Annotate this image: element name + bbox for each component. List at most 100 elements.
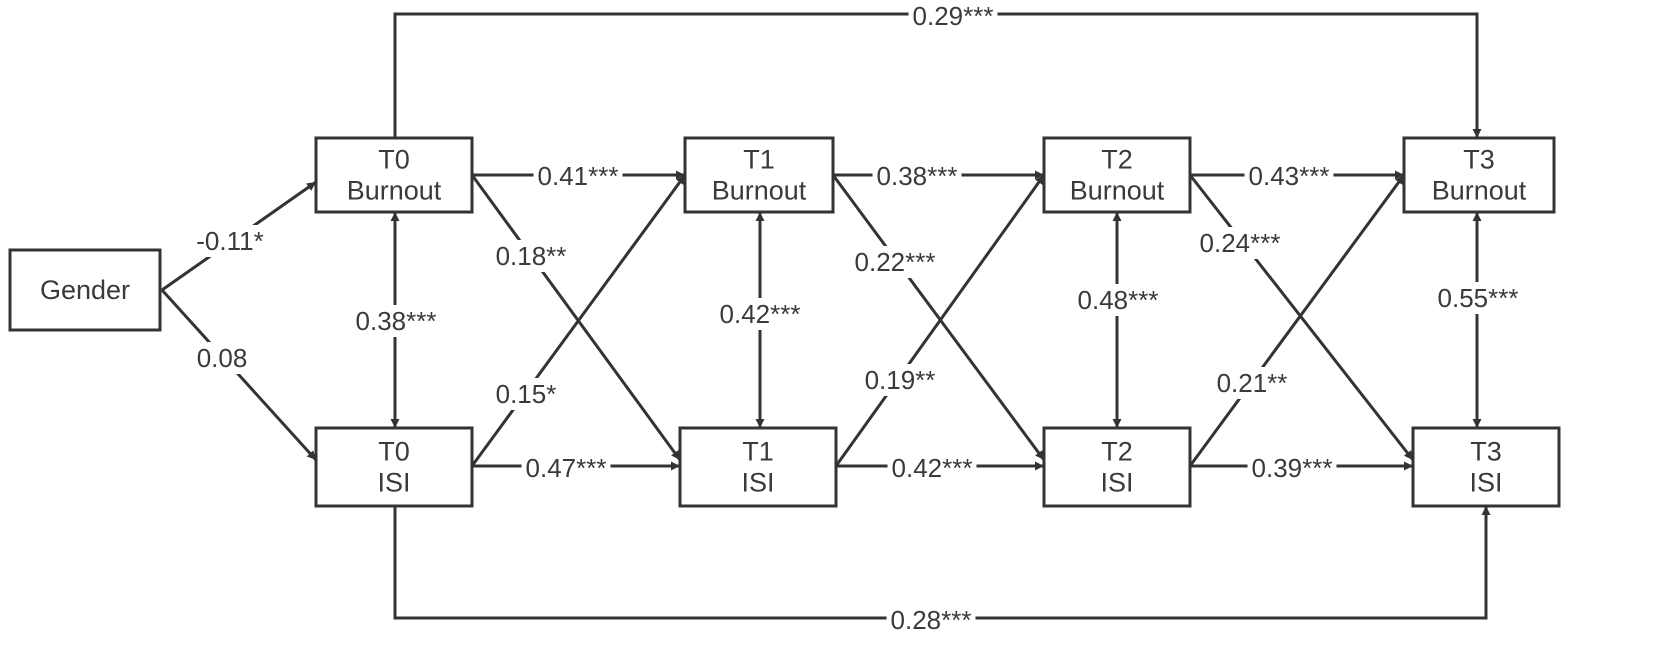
node-label-line: Burnout xyxy=(712,176,807,206)
path-coefficient-label: 0.15* xyxy=(491,378,561,410)
path-coefficient-text: -0.11* xyxy=(196,226,263,256)
path-coefficient-text: 0.47*** xyxy=(526,453,607,483)
path-coefficient-label: 0.38*** xyxy=(351,305,441,337)
path-coefficient-text: 0.08 xyxy=(197,343,248,373)
label-background xyxy=(872,160,962,192)
path-coefficient-text: 0.22*** xyxy=(855,247,936,277)
node-box xyxy=(314,136,474,214)
path-coefficient-text: 0.21** xyxy=(1217,368,1288,398)
node-label-line: T2 xyxy=(1101,437,1133,467)
label-background xyxy=(491,240,571,272)
label-background xyxy=(715,298,805,330)
path-coefficient-label: 0.47*** xyxy=(521,452,611,484)
node-label-line: Gender xyxy=(40,275,130,305)
label-background xyxy=(533,160,623,192)
path-coefficient-label: 0.55*** xyxy=(1433,282,1523,314)
path-coefficient-text: 0.48*** xyxy=(1078,285,1159,315)
node-box xyxy=(1411,426,1561,508)
node-gender: Gender xyxy=(8,248,162,332)
node-label-line: T1 xyxy=(743,145,775,175)
node-box xyxy=(8,248,162,332)
node-label-line: Burnout xyxy=(1432,176,1527,206)
node-label-line: ISI xyxy=(741,468,774,498)
path-coefficient-text: 0.38*** xyxy=(877,161,958,191)
path-coefficient-label: 0.18** xyxy=(491,240,571,272)
node-label-line: ISI xyxy=(1469,468,1502,498)
label-background xyxy=(192,342,252,374)
node-box xyxy=(314,426,474,508)
path-coefficient-label: 0.22*** xyxy=(850,246,940,278)
path-coefficient-text: 0.41*** xyxy=(538,161,619,191)
label-background xyxy=(860,364,940,396)
node-box xyxy=(1042,426,1192,508)
path-coefficient-label: 0.43*** xyxy=(1244,160,1334,192)
path-coefficient-label: 0.21** xyxy=(1212,367,1292,399)
path-coefficient-label: 0.38*** xyxy=(872,160,962,192)
path-coefficient-label: -0.11* xyxy=(192,225,268,257)
node-label-line: T1 xyxy=(742,437,774,467)
path-t0-burnout-to-t1-isi-arrow xyxy=(470,174,682,461)
node-label-line: T3 xyxy=(1470,437,1502,467)
path-coefficient-text: 0.19** xyxy=(865,365,936,395)
label-background xyxy=(1073,284,1163,316)
node-box xyxy=(1402,136,1556,214)
path-gender-to-t0-isi-arrow xyxy=(160,288,318,462)
path-coefficient-text: 0.18** xyxy=(496,241,567,271)
label-background xyxy=(192,225,268,257)
path-t1-burnout-to-t2-isi-arrow xyxy=(831,174,1046,461)
path-coefficient-label: 0.42*** xyxy=(887,452,977,484)
node-label-line: ISI xyxy=(377,468,410,498)
label-background xyxy=(1244,160,1334,192)
path-coefficient-label: 0.08 xyxy=(192,342,252,374)
path-coefficient-text: 0.15* xyxy=(496,379,557,409)
path-coefficient-label: 0.42*** xyxy=(715,298,805,330)
node-label-line: T0 xyxy=(378,437,410,467)
label-background xyxy=(908,0,998,32)
node-box xyxy=(678,426,838,508)
path-t2-burnout-to-t3-isi-arrow xyxy=(1188,174,1415,461)
label-background xyxy=(351,305,441,337)
path-coefficient-text: 0.24*** xyxy=(1200,228,1281,258)
path-coefficient-label: 0.24*** xyxy=(1195,227,1285,259)
path-t2-isi-to-t3-burnout-arrow xyxy=(1188,174,1406,467)
label-background xyxy=(1212,367,1292,399)
path-coefficient-text: 0.28*** xyxy=(891,605,972,635)
node-box xyxy=(1042,136,1192,214)
node-label-line: Burnout xyxy=(1070,176,1165,206)
path-t0-burnout-to-t3-burnout-arrow xyxy=(393,12,1482,138)
path-t0-isi-to-t1-burnout-arrow xyxy=(470,174,687,467)
path-coefficient-label: 0.48*** xyxy=(1073,284,1163,316)
path-coefficient-text: 0.29*** xyxy=(913,1,994,31)
path-coefficient-text: 0.39*** xyxy=(1252,453,1333,483)
path-coefficient-text: 0.38*** xyxy=(356,306,437,336)
path-coefficient-text: 0.42*** xyxy=(720,299,801,329)
path-t1-isi-to-t2-burnout-arrow xyxy=(834,174,1046,467)
path-coefficient-label: 0.39*** xyxy=(1247,452,1337,484)
path-coefficient-text: 0.42*** xyxy=(892,453,973,483)
node-label-line: T0 xyxy=(378,145,410,175)
node-label-line: T2 xyxy=(1101,145,1133,175)
label-background xyxy=(1433,282,1523,314)
node-label-line: Burnout xyxy=(347,176,442,206)
path-coefficient-label: 0.41*** xyxy=(533,160,623,192)
path-coefficient-label: 0.28*** xyxy=(886,604,976,636)
path-t0-isi-to-t3-isi-arrow xyxy=(393,506,1491,620)
node-box xyxy=(683,136,835,214)
label-background xyxy=(887,452,977,484)
path-coefficient-label: 0.29*** xyxy=(908,0,998,32)
label-background xyxy=(1195,227,1285,259)
path-coefficient-label: 0.19** xyxy=(860,364,940,396)
path-coefficient-text: 0.55*** xyxy=(1438,283,1519,313)
path-coefficient-text: 0.43*** xyxy=(1249,161,1330,191)
label-background xyxy=(1247,452,1337,484)
label-background xyxy=(886,604,976,636)
label-background xyxy=(850,246,940,278)
